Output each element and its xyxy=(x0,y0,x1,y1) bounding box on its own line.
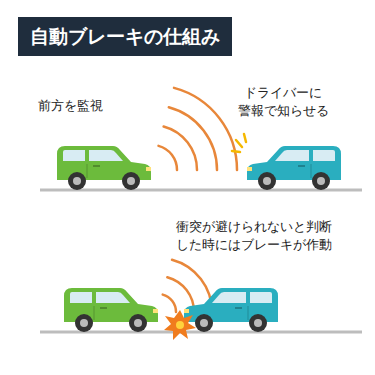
radar-waves xyxy=(159,88,238,170)
collision-burst xyxy=(164,310,196,340)
own-car xyxy=(57,146,151,190)
annotation-label: 衝突が避けられないと判断 した時にはブレーキが作動 xyxy=(176,218,366,253)
annotation-label: 前方を監視 xyxy=(38,97,158,115)
front-car xyxy=(247,146,341,190)
own-car xyxy=(64,288,158,332)
annotation-label: ドライバーに 警報で知らせる xyxy=(228,84,338,119)
front-car xyxy=(184,288,278,332)
alert-mark xyxy=(232,134,246,152)
title-banner: 自動ブレーキの仕組み xyxy=(18,17,232,56)
ground-line xyxy=(40,189,362,192)
